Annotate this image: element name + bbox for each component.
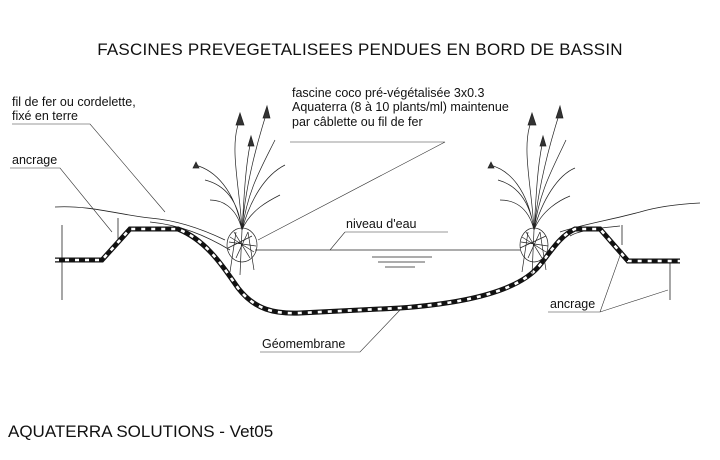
- label-anchor-left: ancrage: [12, 153, 58, 167]
- label-anchor-right: ancrage: [550, 297, 596, 311]
- label-wire-line2: fixé en terre: [12, 109, 79, 124]
- label-membrane: Géomembrane: [262, 337, 346, 351]
- geomembrane: [55, 226, 680, 316]
- label-water-level: niveau d'eau: [346, 217, 417, 231]
- label-wire: fil de fer ou cordelette, fixé en terre: [12, 95, 136, 124]
- label-fascine-line3: par câblette ou fil de fer: [292, 114, 423, 129]
- plants-right: [487, 104, 576, 276]
- label-wire-line1: fil de fer ou cordelette,: [12, 95, 136, 109]
- footer-company: AQUATERRA SOLUTIONS - Vet05: [8, 422, 274, 441]
- label-fascine: fascine coco pré-végétalisée 3x0.3 Aquat…: [292, 86, 509, 129]
- ground-left: [54, 206, 226, 241]
- label-fascine-line2: Aquaterra (8 à 10 plants/ml) maintenue: [292, 100, 509, 115]
- plants-left: [192, 104, 286, 276]
- label-fascine-line1: fascine coco pré-végétalisée 3x0.3: [292, 86, 485, 100]
- diagram-title: FASCINES PREVEGETALISEES PENDUES EN BORD…: [97, 40, 623, 59]
